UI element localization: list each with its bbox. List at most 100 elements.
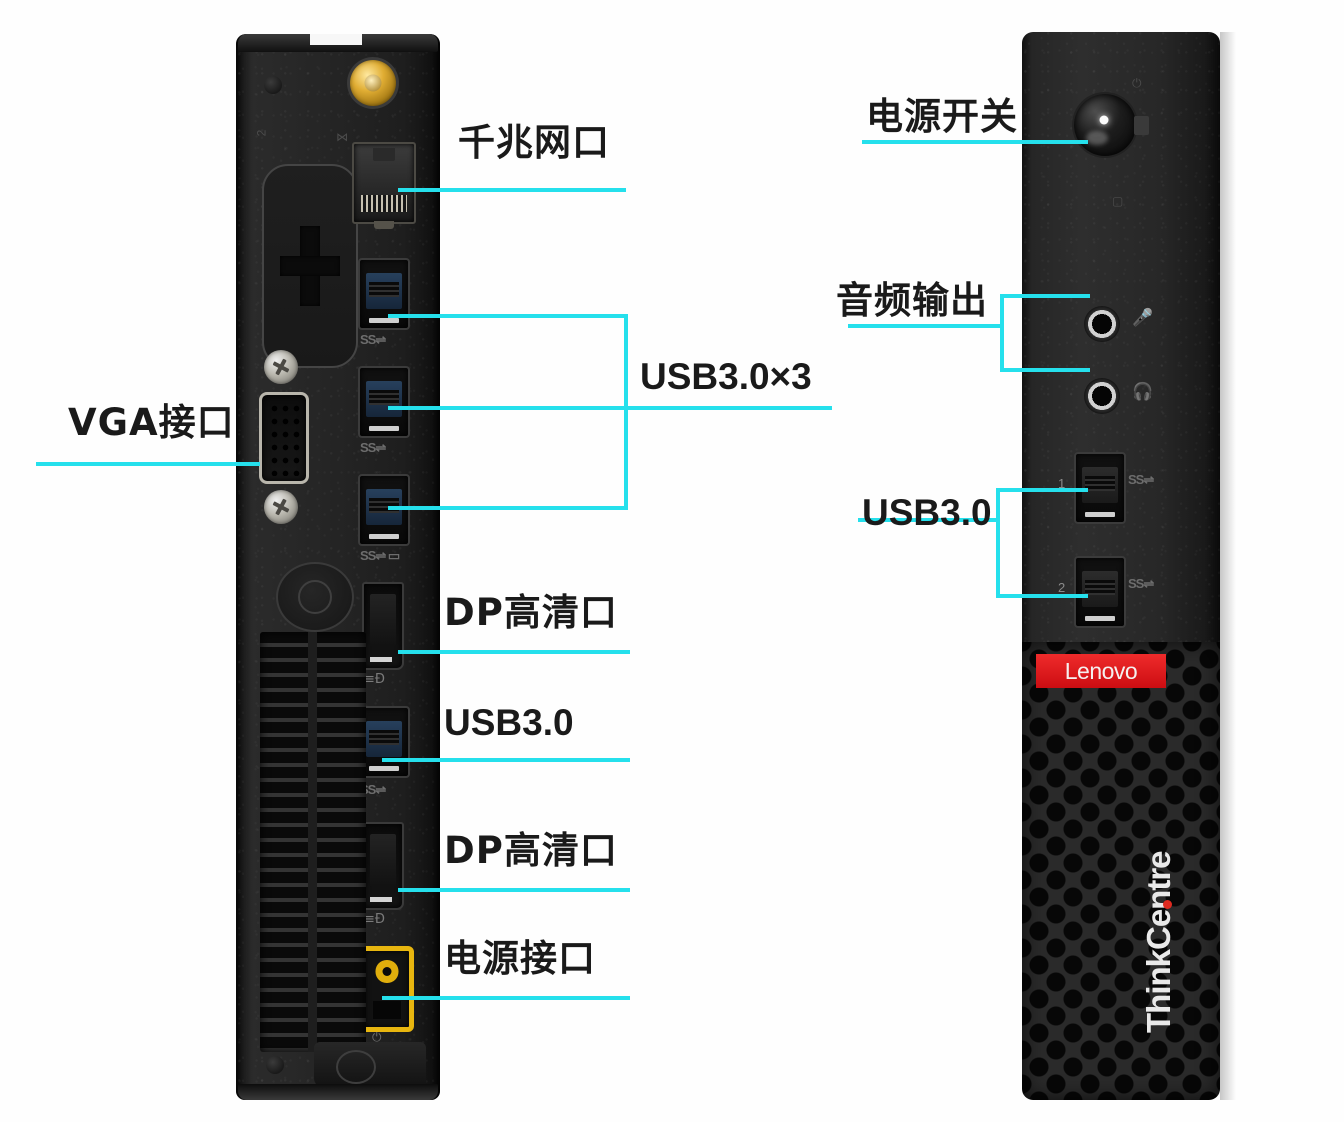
callout-audio-output: 音频输出 <box>836 279 988 322</box>
callout-usb3-triple: USB3.0×3 <box>640 356 812 397</box>
leader-line-usb3-c <box>388 506 628 510</box>
displayport-upper <box>362 582 404 670</box>
dp-lip <box>370 657 392 662</box>
usb3-port-front-2 <box>1074 556 1126 628</box>
front-face-panel: ⏻ ▢ 🎤 🎧 1 SS⇌ 2 SS⇌ Lenovo ThinkCentre <box>1022 32 1236 1100</box>
bottom-edge-lip <box>238 1084 438 1100</box>
leader-line-power-jack <box>382 996 630 1000</box>
leader-line-usb3-front-b <box>996 594 1088 598</box>
vga-screw-bottom <box>264 490 298 524</box>
ss-logo-1: SS⇌ <box>360 332 386 347</box>
usb-port-number-2: 2 <box>1058 580 1066 595</box>
vga-port <box>259 392 309 484</box>
mount-cutout-plate <box>262 164 358 368</box>
leader-bracket-audio <box>1000 294 1004 372</box>
ventilation-grille <box>260 632 366 1052</box>
leader-line-audio-b <box>1000 368 1090 372</box>
leader-line-usb3-stem <box>624 406 832 410</box>
headphone-jack <box>1084 378 1120 414</box>
leader-line-usb3-a <box>388 314 628 318</box>
dp-lip <box>370 897 392 902</box>
microphone-icon: 🎤 <box>1132 308 1154 327</box>
leader-line-usb3-front-a <box>996 488 1088 492</box>
lan-marking-icon: ⋈ <box>336 130 348 144</box>
usb-tongue <box>1082 467 1118 503</box>
callout-dp-lower: DP高清口 <box>444 829 618 872</box>
leader-line-audio-a <box>1000 294 1090 298</box>
dp-logo-lower: ≡Ð <box>364 912 385 927</box>
usb-lip <box>369 426 399 431</box>
vga-pin-holes <box>268 400 300 476</box>
leader-line-dp-lower <box>398 888 630 892</box>
front-mesh-grille <box>1022 642 1220 1100</box>
usb-lip <box>369 318 399 323</box>
usb-lip <box>369 766 399 771</box>
usb-tongue <box>366 721 402 757</box>
power-symbol-icon: ⏻ <box>372 1030 382 1044</box>
leader-line-usb3-front-stem <box>858 518 1000 522</box>
callout-vga-port: VGA接口 <box>68 401 235 444</box>
usb-port-number-1: 1 <box>1058 476 1066 491</box>
usb3-port-rear-3 <box>358 474 410 546</box>
callout-gigabit-lan: 千兆网口 <box>458 121 610 164</box>
dp-tongue <box>370 594 396 646</box>
callout-usb3-front: USB3.0 <box>862 492 992 533</box>
power-button-gloss <box>1086 131 1109 146</box>
port-marking-2: 2 <box>254 129 269 137</box>
ss-logo-2: SS⇌ <box>360 440 386 455</box>
leader-line-usb3-b <box>388 406 628 410</box>
leader-bracket-usb3 <box>624 314 628 510</box>
lenovo-badge: Lenovo <box>1036 654 1166 688</box>
rj45-pins <box>361 195 407 212</box>
usb-tongue <box>366 273 402 309</box>
leader-line-vga <box>36 462 260 466</box>
fan-exhaust-ring <box>276 562 354 632</box>
power-button[interactable] <box>1074 94 1136 156</box>
ss-logo-front-1: SS⇌ <box>1128 472 1154 487</box>
dp-tongue <box>370 834 396 886</box>
chassis-drop-shadow <box>1220 32 1236 1100</box>
dc-center-pin <box>382 967 392 976</box>
lenovo-badge-text: Lenovo <box>1064 657 1138 684</box>
rj45-latch-slot <box>373 148 395 161</box>
usb-tongue <box>1082 571 1118 607</box>
headphone-icon: 🎧 <box>1132 382 1154 401</box>
usb-lip <box>1085 616 1115 621</box>
microphone-jack <box>1084 306 1120 342</box>
callout-power-jack: 电源接口 <box>444 937 596 980</box>
leader-line-usb3-single <box>382 758 630 762</box>
panel-screw-hole-top <box>264 76 282 94</box>
thinkcentre-logo: ThinkCentre <box>1140 851 1177 1033</box>
power-button-tab <box>1134 116 1149 135</box>
vga-screw-top <box>264 350 298 384</box>
leader-line-gigabit-lan <box>398 188 626 192</box>
power-led-indicator <box>1099 115 1109 125</box>
hdd-led-marking: ▢ <box>1112 194 1124 208</box>
leader-bracket-usb3-front <box>996 488 1000 598</box>
thinkcentre-red-dot <box>1163 900 1172 909</box>
power-symbol-marking: ⏻ <box>1132 76 1142 90</box>
rj45-tab <box>374 221 394 229</box>
ss-logo-front-2: SS⇌ <box>1128 576 1154 591</box>
usb-tongue <box>366 381 402 417</box>
wifi-antenna-connector <box>350 60 396 106</box>
callout-dp-upper: DP高清口 <box>444 591 618 634</box>
ethernet-rj45-port <box>352 142 416 229</box>
displayport-lower <box>362 822 404 910</box>
bottom-access-plate <box>314 1042 426 1088</box>
usb3-port-front-1 <box>1074 452 1126 524</box>
rear-io-panel: 2 ⋈ SS⇌ SS⇌ SS⇌ ▭ <box>236 34 440 1100</box>
leader-line-power-switch <box>862 140 1088 144</box>
dc-lower-slot <box>373 1001 401 1019</box>
callout-power-switch: 电源开关 <box>866 95 1018 138</box>
usb3-port-rear-1 <box>358 258 410 330</box>
dp-logo-upper: ≡Ð <box>364 672 385 687</box>
dc-power-jack <box>360 946 414 1032</box>
leader-line-dp-upper <box>398 650 630 654</box>
callout-usb3-single: USB3.0 <box>444 702 574 743</box>
usb-lip <box>369 534 399 539</box>
usb3-port-rear-2 <box>358 366 410 438</box>
ss-logo-4: SS⇌ <box>360 782 386 797</box>
usb-lip <box>1085 512 1115 517</box>
